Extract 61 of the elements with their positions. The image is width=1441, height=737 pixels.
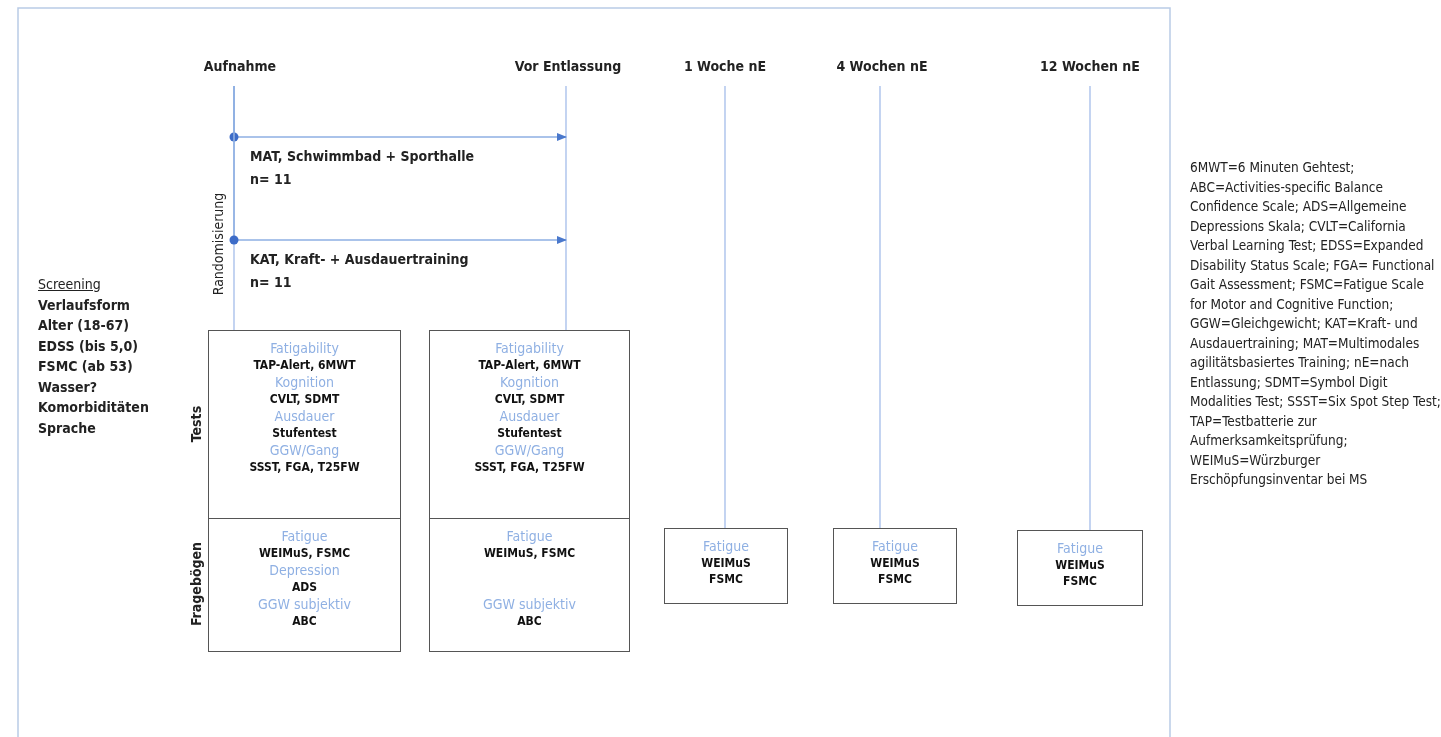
- criterion-text: EDSS (bis 5,0): [38, 337, 138, 354]
- test-list: ABC: [209, 613, 400, 629]
- criterion-text: Alter (18-67): [38, 317, 130, 333]
- category-heading: Kognition: [274, 373, 335, 391]
- test-list: ABC: [430, 613, 629, 629]
- assessment-box: [208, 330, 401, 520]
- timepoint-label: 1 Woche nE: [682, 58, 768, 74]
- assessment-box: [833, 528, 957, 604]
- test-list: WEIMuS, FSMC: [209, 545, 400, 561]
- section-heading: Screening: [38, 276, 101, 292]
- timeline-line: [879, 85, 881, 529]
- row-label: Fragebögen: [188, 540, 204, 629]
- criterion-text: FSMC (ab 53): [38, 358, 133, 374]
- test-list: ADS: [209, 579, 400, 595]
- test-list: SSST, FGA, T25FW: [209, 459, 400, 475]
- axis-label: Randomisierung: [210, 191, 226, 298]
- category-heading: Ausdauer: [273, 407, 336, 425]
- assessment-box: [1017, 530, 1143, 606]
- test-list: Stufentest: [209, 425, 400, 441]
- test-list: TAP-Alert, 6MWT: [430, 357, 629, 373]
- category-heading: GGW subjektiv: [482, 595, 577, 613]
- test-list: WEIMuS FSMC: [865, 555, 925, 587]
- test-list: SSST, FGA, T25FW: [430, 459, 629, 475]
- timepoint-label: 4 Wochen nE: [835, 58, 929, 74]
- timeline-line: [724, 85, 726, 529]
- assessment-box: [429, 518, 630, 652]
- timepoint-label: 12 Wochen nE: [1039, 58, 1141, 74]
- criterion-text: Wasser?: [38, 378, 97, 395]
- test-list: CVLT, SDMT: [209, 391, 400, 407]
- category-heading: Fatigue: [505, 527, 554, 545]
- category-heading: Fatigue: [1056, 539, 1104, 557]
- test-list: CVLT, SDMT: [430, 391, 629, 407]
- category-heading: GGW/Gang: [268, 441, 341, 459]
- category-heading: Fatigue: [702, 537, 750, 555]
- timeline-line: [565, 85, 567, 331]
- category-heading: Kognition: [499, 373, 560, 391]
- criterion-text: Komorbiditäten: [38, 399, 149, 415]
- assessment-box: [664, 528, 788, 604]
- test-list: WEIMuS FSMC: [696, 555, 756, 587]
- assessment-box: [429, 330, 630, 520]
- abbreviation-note: 6MWT=6 Minuten Gehtest; ABC=Activities-specific Balance Confidence Scale; ADS=Allgemeine Depressions Skala; CVLT=California Verbal Learning Test; EDSS=Expanded Disability Status Scale; FGA= Functional Gait Assessment; FSMC=Fatigue Scale for Motor and Cognitive Function; GGW=Gleichgewicht; KAT=Kraft- und Ausdauertraining; MAT=Multimodales agilitätsbasiertes Training; nE=nach Entlassung; SDMT=Symbol Digit Modalities Test; SSST=Six Spot Step Test; TAP=Testbatterie zur Aufmerksamkeitsprüfung; WEIMuS=Würzburger Erschöpfungsinventar bei MS: [1190, 158, 1441, 489]
- category-heading: Depression: [268, 561, 341, 579]
- test-list: WEIMuS, FSMC: [430, 545, 629, 561]
- arrow: [229, 85, 567, 245]
- row-label: Tests: [188, 404, 204, 445]
- timepoint-label: Aufnahme: [202, 58, 278, 74]
- timepoint-label: Vor Entlassung: [513, 58, 623, 74]
- test-list: TAP-Alert, 6MWT: [209, 357, 400, 373]
- criterion-text: Verlaufsform: [38, 296, 130, 313]
- test-list: WEIMuS FSMC: [1050, 557, 1110, 589]
- category-heading: Fatigability: [494, 339, 565, 357]
- criterion-text: Sprache: [38, 419, 96, 436]
- category-heading: Fatigability: [269, 339, 340, 357]
- category-heading: Fatigue: [871, 537, 919, 555]
- test-list: Stufentest: [430, 425, 629, 441]
- category-heading: GGW/Gang: [493, 441, 566, 459]
- assessment-box: [208, 518, 401, 652]
- category-heading: Fatigue: [280, 527, 329, 545]
- category-heading: Ausdauer: [498, 407, 561, 425]
- category-heading: GGW subjektiv: [257, 595, 352, 613]
- timeline-line: [1089, 85, 1091, 531]
